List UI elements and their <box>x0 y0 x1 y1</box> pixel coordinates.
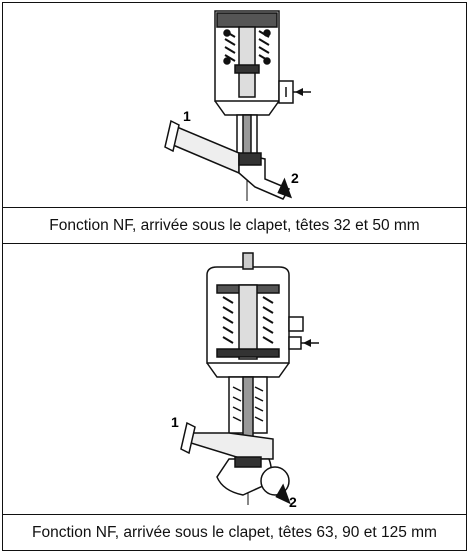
port-2-label: 2 <box>289 494 297 510</box>
actuator-head-large <box>206 252 304 378</box>
figure-frame: 1 2 Fonction NF, arrivée sous le clapet,… <box>2 2 467 551</box>
outlet-arrow-large <box>275 483 291 505</box>
pilot-port-arrow-large <box>301 339 319 347</box>
caption-bottom: Fonction NF, arrivée sous le clapet, têt… <box>32 524 437 541</box>
port-2-label: 2 <box>291 170 299 186</box>
valve-stem-large <box>228 376 268 505</box>
outlet-arrow-small <box>277 177 293 199</box>
pilot-port-arrow-small <box>293 88 311 96</box>
valve-body-large <box>180 421 290 496</box>
port-1-label: 1 <box>171 414 179 430</box>
valve-small-svg: 1 2 <box>164 10 311 201</box>
valve-drawing-large: 1 2 <box>3 245 466 515</box>
caption-top: Fonction NF, arrivée sous le clapet, têt… <box>3 208 466 244</box>
port-1-label: 1 <box>183 108 191 124</box>
actuator-head-small <box>214 10 294 116</box>
valve-drawing-small: 1 2 <box>3 3 466 208</box>
valve-body-small <box>164 119 291 200</box>
valve-large-svg: 1 2 <box>171 252 319 510</box>
